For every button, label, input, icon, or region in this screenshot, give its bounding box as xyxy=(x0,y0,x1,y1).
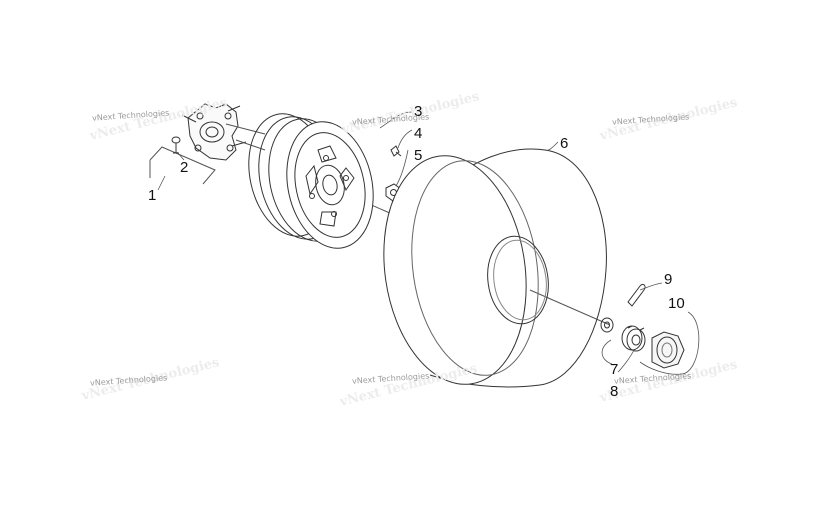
callout-10: 10 xyxy=(668,295,685,312)
callout-7: 7 xyxy=(610,361,619,378)
tire xyxy=(383,148,607,388)
cotter-pin xyxy=(627,283,646,307)
callout-1: 1 xyxy=(148,187,157,204)
callout-2: 2 xyxy=(180,159,189,176)
callout-8: 8 xyxy=(610,383,619,400)
part-1-bracket xyxy=(149,146,216,185)
wheel-stud xyxy=(171,136,181,154)
wheel-rim xyxy=(248,113,374,249)
callout-4: 4 xyxy=(414,125,423,142)
callout-5: 5 xyxy=(414,147,423,164)
castle-nut xyxy=(621,325,646,352)
leader-lines xyxy=(157,111,700,375)
hub xyxy=(181,103,247,161)
callout-6: 6 xyxy=(560,135,569,152)
valve-stem xyxy=(390,145,402,157)
hub-cap xyxy=(651,331,685,369)
callout-3: 3 xyxy=(414,103,423,120)
washer xyxy=(600,317,614,333)
callout-9: 9 xyxy=(664,271,673,288)
